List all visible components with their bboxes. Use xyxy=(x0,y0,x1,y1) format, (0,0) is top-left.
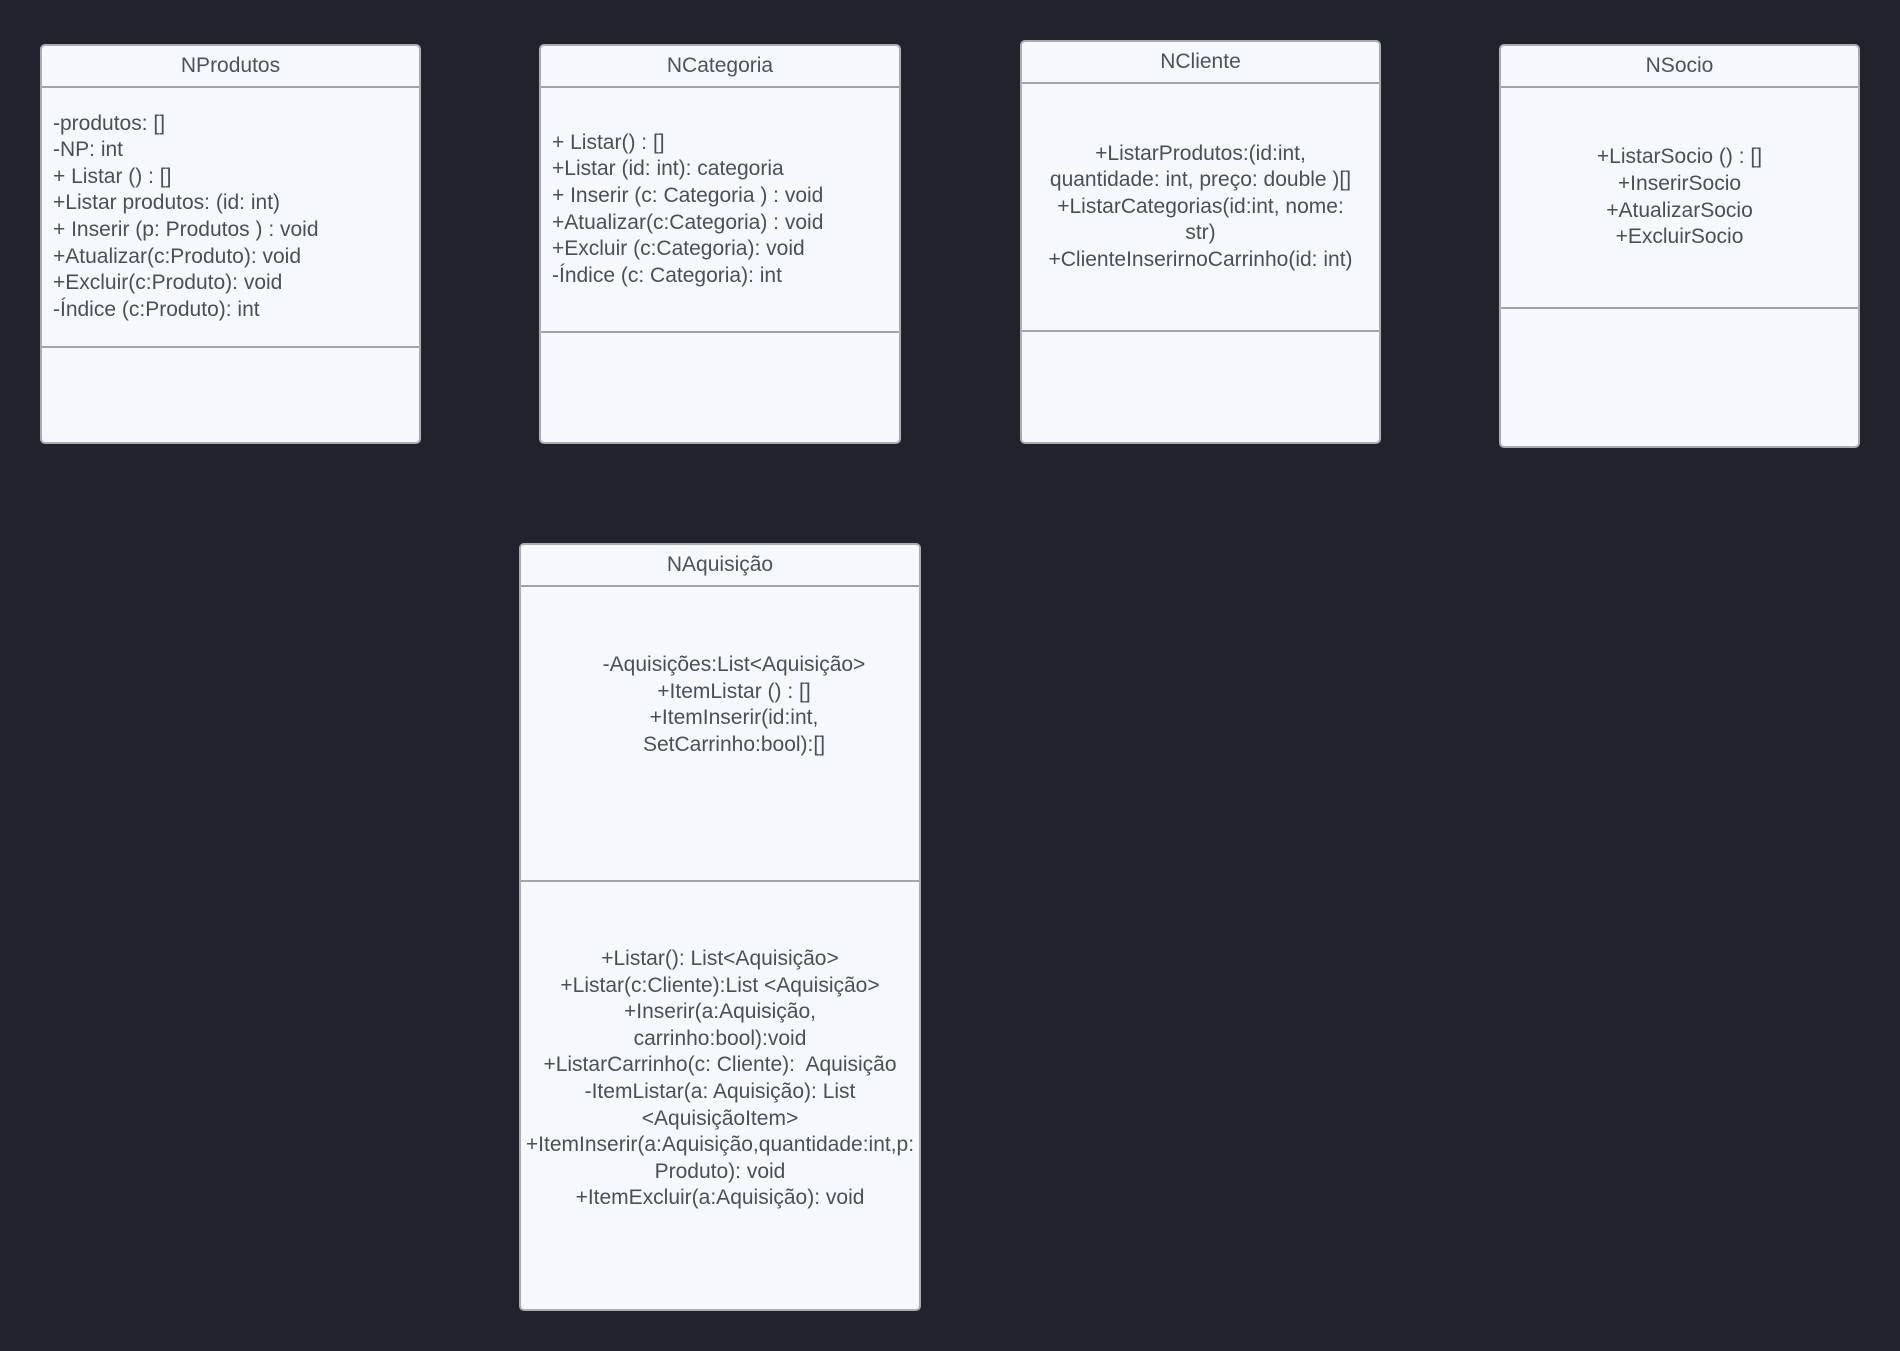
member-line: +ExcluirSocio xyxy=(1615,225,1744,249)
member-line: +Listar (id: int): categoria xyxy=(552,157,784,181)
member-line: +Excluir(c:Produto): void xyxy=(53,271,283,295)
member-line: + Listar () : [] xyxy=(53,164,172,188)
member-line: +AtualizarSocio xyxy=(1606,198,1753,222)
member-line: -Aquisições:List<Aquisição> xyxy=(602,653,866,676)
operations-section xyxy=(42,348,419,442)
member-line: + Inserir (p: Produtos ) : void xyxy=(53,218,319,241)
member-line: + Listar() : [] xyxy=(552,130,665,154)
class-nprodutos[interactable]: NProdutos -produtos: [] -NP: int+ Listar … xyxy=(40,44,421,444)
member-line: + Inserir (c: Categoria ) : void xyxy=(552,183,824,207)
member-line: +ItemInserir(id:int, xyxy=(649,706,819,730)
attributes-section: +ListarProdutos:(id:int, quantidade: int,… xyxy=(1022,84,1379,332)
member-line: -NP: int xyxy=(53,138,124,162)
member-line: +Excluir (c:Categoria): void xyxy=(552,237,805,261)
member-line: -Índice (c:Produto): int xyxy=(53,297,260,321)
operations-section xyxy=(1022,332,1379,442)
class-name: NCategoria xyxy=(541,46,899,88)
operations-section xyxy=(1501,309,1858,446)
class-name: NSocio xyxy=(1501,46,1858,88)
member-line: +InserirSocio xyxy=(1617,171,1742,195)
member-line: +Atualizar(c:Produto): void xyxy=(53,244,302,268)
attributes-section: -produtos: [] -NP: int+ Listar () : [] +Li… xyxy=(42,88,419,348)
member-line: +Listar produtos: (id: int) xyxy=(53,191,281,215)
member-line: +Inserir(a:Aquisição, xyxy=(623,1000,816,1024)
member-line: +ItemListar () : [] xyxy=(657,679,811,703)
member-line: quantidade: int, preço: double )[] xyxy=(1049,168,1352,192)
member-line: str) xyxy=(1185,221,1216,245)
member-line: <AquisiçãoItem> xyxy=(641,1106,799,1130)
member-line: carrinho:bool):void xyxy=(633,1026,807,1050)
attributes-section: + Listar() : [] +Listar (id: int): catego… xyxy=(541,88,899,333)
member-line: +ListarCarrinho(c: Cliente): Aquisição xyxy=(543,1053,897,1077)
member-line: -produtos: [] xyxy=(53,111,166,135)
class-naquisicao[interactable]: NAquisição -Aquisições:List<Aquisição> +I… xyxy=(519,543,921,1311)
operations-section xyxy=(541,333,899,442)
class-nsocio[interactable]: NSocio +ListarSocio () : []+InserirSocio… xyxy=(1499,44,1860,448)
member-line: Produto): void xyxy=(654,1159,786,1183)
class-name: NAquisição xyxy=(521,545,919,587)
class-name: NCliente xyxy=(1022,42,1379,84)
member-line: +ItemExcluir(a:Aquisição): void xyxy=(575,1186,865,1210)
member-line: +ListarSocio () : [] xyxy=(1596,145,1763,169)
member-line: +ListarCategorias(id:int, nome: xyxy=(1057,194,1344,218)
class-name: NProdutos xyxy=(42,46,419,88)
member-line: -Índice (c: Categoria): int xyxy=(552,263,782,287)
member-line: +Atualizar(c:Categoria) : void xyxy=(552,210,824,234)
class-ncliente[interactable]: NCliente +ListarProdutos:(id:int, quantid… xyxy=(1020,40,1381,444)
class-ncategoria[interactable]: NCategoria + Listar() : [] +Listar (id: i… xyxy=(539,44,901,444)
member-line: -ItemListar(a: Aquisição): List xyxy=(584,1079,856,1103)
member-line: +ListarProdutos:(id:int, xyxy=(1095,141,1306,165)
member-line: +Listar(c:Cliente):List <Aquisição> xyxy=(560,973,880,997)
operations-section: +Listar(): List<Aquisição> +Listar(c:Clie… xyxy=(521,882,919,1309)
member-line: +ClienteInserirnoCarrinho(id: int) xyxy=(1048,247,1353,271)
member-line: SetCarrinho:bool):[] xyxy=(642,732,826,756)
attributes-section: +ListarSocio () : []+InserirSocio +Atuali… xyxy=(1501,88,1858,309)
member-line: +Listar(): List<Aquisição> xyxy=(601,947,839,970)
attributes-section: -Aquisições:List<Aquisição> +ItemListar (… xyxy=(521,587,919,882)
member-line: +ItemInserir(a:Aquisição,quantidade:int,… xyxy=(525,1133,915,1157)
